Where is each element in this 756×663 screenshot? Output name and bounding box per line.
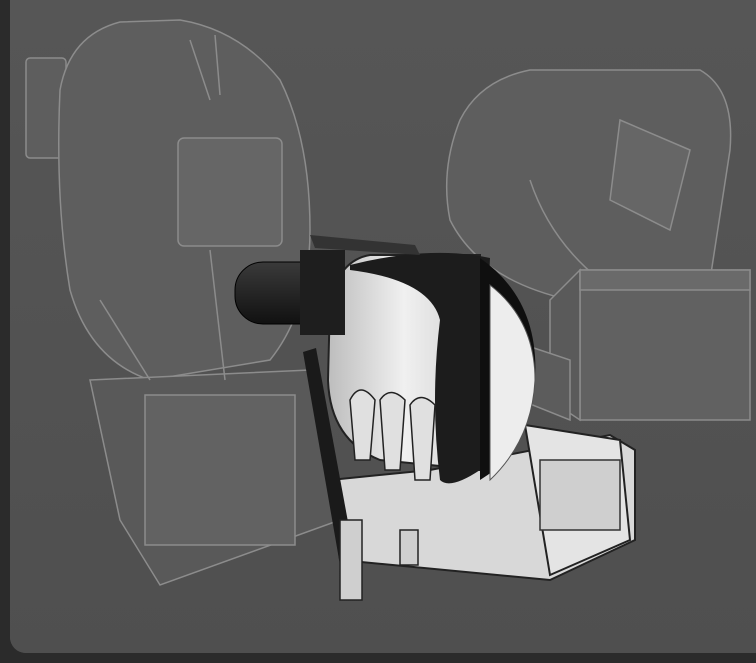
render-viewport	[10, 0, 756, 653]
hero-machine	[234, 235, 636, 601]
ghost-machine-left	[25, 19, 341, 586]
machine-render-image	[10, 0, 756, 653]
ghost-machine-right	[445, 69, 751, 422]
